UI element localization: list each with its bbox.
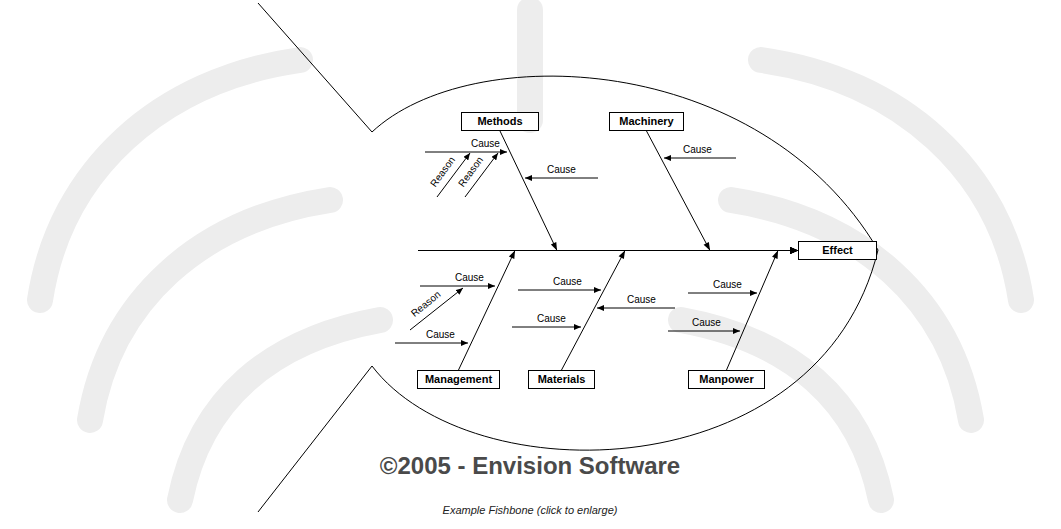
cause-arrow (425, 152, 507, 153)
fish-tail-line (258, 3, 372, 132)
box-label: Methods (477, 115, 522, 128)
cause-arrow (597, 308, 675, 309)
box-label: Machinery (619, 115, 673, 128)
cause-label: Cause (692, 317, 721, 329)
category-box: Methods (461, 112, 539, 131)
category-box: Manpower (688, 370, 765, 389)
box-label: Management (425, 373, 492, 386)
figure-caption: Example Fishbone (click to enlarge) (443, 503, 618, 517)
bone-arrowhead (509, 251, 515, 260)
cause-label: Cause (426, 329, 455, 341)
fish-outline (372, 76, 878, 250)
spine-line (418, 250, 515, 251)
reason-label: Reason (428, 154, 458, 189)
cause-label: Cause (627, 294, 656, 306)
cause-arrow (664, 158, 736, 159)
bone-connector (647, 131, 799, 251)
bone-connector (459, 251, 799, 371)
effect-box: Effect (798, 241, 877, 260)
box-label: Materials (538, 373, 586, 386)
cause-label: Cause (553, 276, 582, 288)
cause-arrow (420, 286, 495, 287)
bone-arrowhead (619, 251, 625, 259)
box-label: Manpower (699, 373, 753, 386)
category-box: Materials (528, 370, 595, 389)
box-label: Effect (822, 244, 853, 257)
cause-arrow (688, 293, 757, 294)
watermark-shape (180, 320, 380, 500)
cause-label: Cause (713, 279, 742, 291)
bone-connector (562, 251, 799, 371)
reason-label: Reason (456, 154, 486, 189)
category-box: Management (417, 370, 500, 389)
cause-arrow (512, 327, 581, 328)
cause-label: Cause (471, 138, 500, 150)
reason-label: Reason (409, 289, 443, 320)
watermark-shape (90, 200, 330, 420)
bone-arrowhead (704, 242, 710, 250)
fish-tail-line (258, 366, 372, 512)
cause-arrow (395, 343, 468, 344)
cause-label: Cause (683, 144, 712, 156)
watermark-shape (731, 200, 971, 420)
cause-arrow (525, 178, 598, 179)
cause-label: Cause (455, 272, 484, 284)
bone-arrowhead (772, 251, 778, 260)
cause-label: Cause (537, 313, 566, 325)
category-box: Machinery (609, 112, 684, 131)
bone-connector (500, 131, 798, 251)
cause-label: Cause (547, 164, 576, 176)
watermark-shape (681, 320, 881, 500)
bone-arrowhead (551, 242, 557, 251)
copyright-text: ©2005 - Envision Software (380, 452, 680, 480)
fish-outline (372, 250, 878, 450)
cause-arrow (668, 331, 740, 332)
bone-connector (727, 251, 799, 371)
cause-arrow (518, 290, 601, 291)
watermark-shape (517, 10, 543, 120)
